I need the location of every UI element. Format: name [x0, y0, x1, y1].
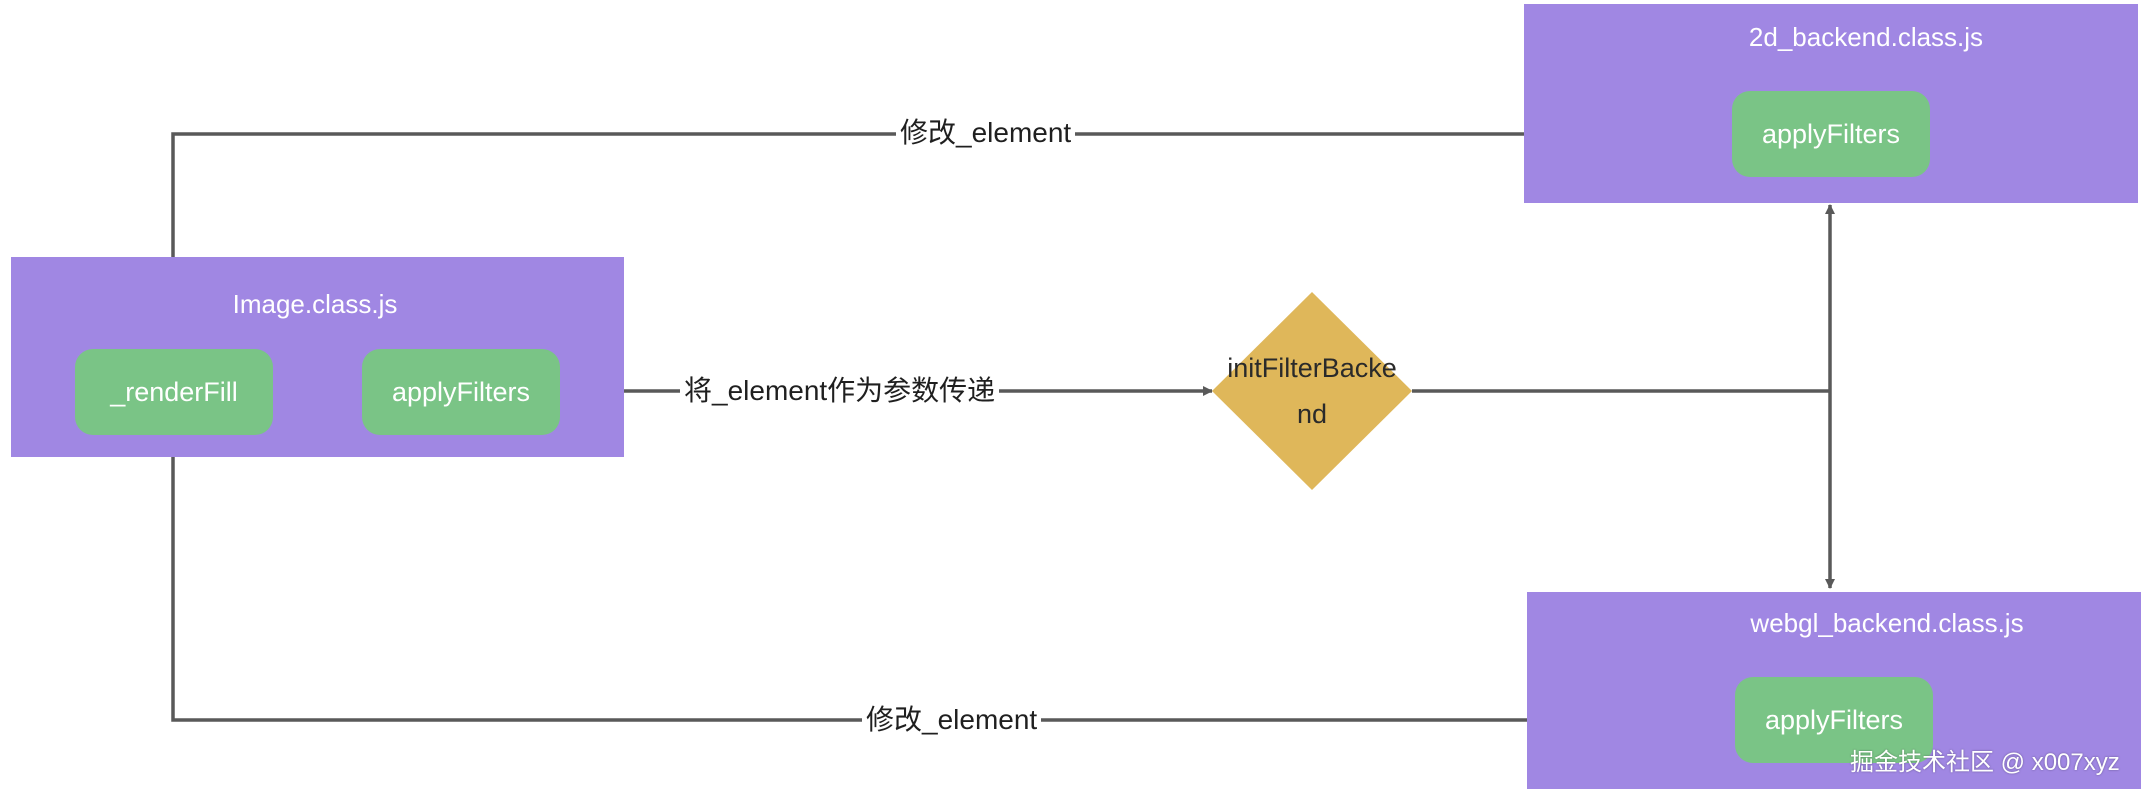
edge-label-middle: 将_element作为参数传递 [680, 373, 1000, 409]
watermark: 掘金技术社区 @ x007xyz [1850, 749, 2120, 776]
decision-diamond [1212, 292, 1412, 490]
render-fill-node[interactable]: _renderFill [75, 349, 273, 435]
backend-2d-title: 2d_backend.class.js [1748, 22, 1984, 52]
image-apply-filters-node[interactable]: applyFilters [362, 349, 560, 435]
decision-label: initFilterBacke nd [1212, 345, 1412, 437]
webgl-backend-title: webgl_backend.class.js [1750, 608, 2024, 638]
backend-2d-apply-filters-node[interactable]: applyFilters [1732, 91, 1930, 177]
webgl-apply-filters-node[interactable]: applyFilters [1735, 677, 1933, 763]
image-class-title: Image.class.js [232, 289, 398, 319]
decision-label-line-2: nd [1296, 399, 1328, 429]
edge-label-top: 修改_element [896, 115, 1076, 151]
decision-label-line-1: initFilterBacke [1227, 353, 1397, 383]
edge-label-bottom: 修改_element [862, 702, 1042, 738]
arrow-bottom-modify [168, 436, 1735, 722]
